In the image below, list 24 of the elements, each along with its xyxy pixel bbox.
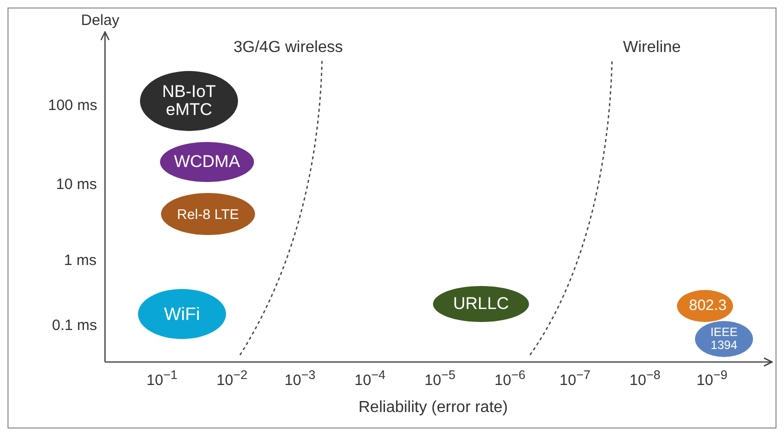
- curve-label: Wireline: [623, 39, 681, 57]
- tick-label: 10$^{−4}$: [354, 368, 386, 388]
- tick-label: 10$^{−9}$: [696, 368, 728, 388]
- technology-ellipse: 802.3: [677, 290, 733, 322]
- technology-ellipse: Rel-8 LTE: [161, 193, 255, 235]
- technology-ellipse: WCDMA: [160, 142, 254, 182]
- tick-label: 10$^{−6}$: [494, 368, 526, 388]
- tick-label: 10$^{−8}$: [630, 368, 660, 388]
- tick-label: 10 ms: [56, 176, 97, 192]
- tick-label: 10$^{−7}$: [560, 368, 590, 388]
- tick-label: 100 ms: [48, 96, 98, 114]
- tick-label: 10$^{−1}$: [146, 368, 178, 388]
- technology-ellipse: IEEE 1394: [695, 321, 753, 357]
- axis-title: Reliability (error rate): [358, 399, 508, 417]
- tick-label: 10$^{−2}$: [216, 368, 248, 388]
- curve-label: 3G/4G wireless: [234, 39, 343, 57]
- technology-ellipse: URLLC: [433, 286, 529, 322]
- tick-label: 10$^{−5}$: [424, 368, 456, 388]
- axis-title: Delay: [81, 12, 120, 28]
- tick-label: 1 ms: [64, 252, 97, 268]
- technology-ellipse: WiFi: [138, 289, 226, 339]
- tick-label: 10$^{−3}$: [284, 368, 316, 388]
- tick-label: 0.1 ms: [52, 316, 98, 334]
- technology-ellipse: NB-IoT eMTC: [140, 71, 238, 131]
